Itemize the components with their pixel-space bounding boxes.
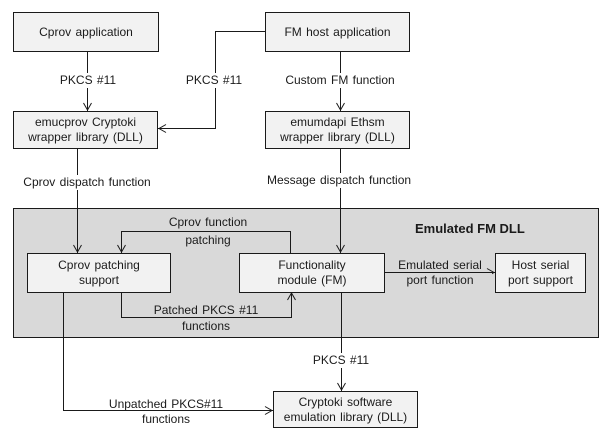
node-host-serial-port-support: Host serial port support (495, 253, 586, 293)
edge-cprov-patching-to-cryptoki-sw (63, 292, 273, 411)
node-emucprov-wrapper: emucprov Cryptoki wrapper library (DLL) (13, 111, 158, 149)
label-line: port function (388, 273, 492, 288)
node-cryptoki-software-emulation: Cryptoki software emulation library (DLL… (273, 391, 418, 428)
node-cprov-application: Cprov application (13, 12, 159, 52)
node-label: wrapper library (DLL) (28, 130, 143, 144)
edge-label-cprov-function-patching-line2: patching (185, 233, 231, 247)
region-title: Emulated FM DLL (415, 221, 525, 236)
node-label: Cprov patching (58, 258, 140, 272)
node-label: support (78, 273, 120, 287)
arrowhead-down-icon (83, 102, 92, 112)
arrowhead-right-icon (264, 406, 274, 415)
node-label: Functionality (278, 258, 346, 272)
edge-label-patched-pkcs: Patched PKCS #11 (153, 303, 259, 317)
node-label: FM host application (284, 24, 391, 39)
arrowhead-up-icon (287, 291, 296, 301)
edge-label-unpatched-pkcs: Unpatched PKCS#11 functions (98, 397, 234, 427)
node-label: port support (507, 273, 574, 287)
node-fm-host-application: FM host application (265, 12, 410, 52)
node-cprov-patching-support: Cprov patching support (27, 253, 171, 293)
edge-label-cprov-dispatch: Cprov dispatch function (16, 175, 158, 190)
arrowhead-down-icon (73, 244, 82, 254)
node-label: Cprov application (39, 24, 133, 39)
arrowhead-down-icon (336, 102, 345, 112)
edge-label-emulated-serial: Emulated serial port function (388, 258, 492, 288)
edge-label-pkcs-bottom: PKCS #11 (308, 353, 374, 368)
edge-label-pkcs-left: PKCS #11 (56, 73, 120, 88)
edge-label-patched-pkcs-line2: functions (168, 319, 244, 334)
arrowhead-down-icon (337, 382, 346, 392)
node-label: emucprov Cryptoki (34, 115, 137, 129)
label-line: functions (141, 412, 191, 426)
edge-cprov-patching-to-fm (121, 292, 292, 318)
arrowhead-down-icon (117, 244, 126, 254)
node-label: wrapper library (DLL) (280, 130, 395, 144)
node-emumdapi-wrapper: emumdapi Ethsm wrapper library (DLL) (265, 111, 410, 149)
node-label: Host serial (511, 258, 570, 272)
arrowhead-left-icon (157, 124, 167, 133)
node-label: module (FM) (277, 273, 347, 287)
edge-fm-to-cprov-patching (121, 231, 291, 253)
label-line: Unpatched PKCS#11 (108, 397, 224, 411)
node-label: Cryptoki software (298, 394, 393, 409)
edge-label-message-dispatch: Message dispatch function (259, 173, 419, 188)
node-label: emumdapi Ethsm (290, 115, 385, 129)
arrowhead-down-icon (336, 244, 345, 254)
label-line: Cprov function (168, 215, 248, 229)
node-label: emulation library (DLL) (283, 409, 408, 424)
label-line: Emulated serial (398, 258, 482, 272)
node-functionality-module: Functionality module (FM) (239, 253, 385, 293)
edge-label-pkcs-middle: PKCS #11 (181, 73, 247, 88)
edge-label-cprov-function-patching: Cprov function (160, 215, 256, 230)
edge-label-custom-fm-function: Custom FM function (276, 73, 404, 88)
